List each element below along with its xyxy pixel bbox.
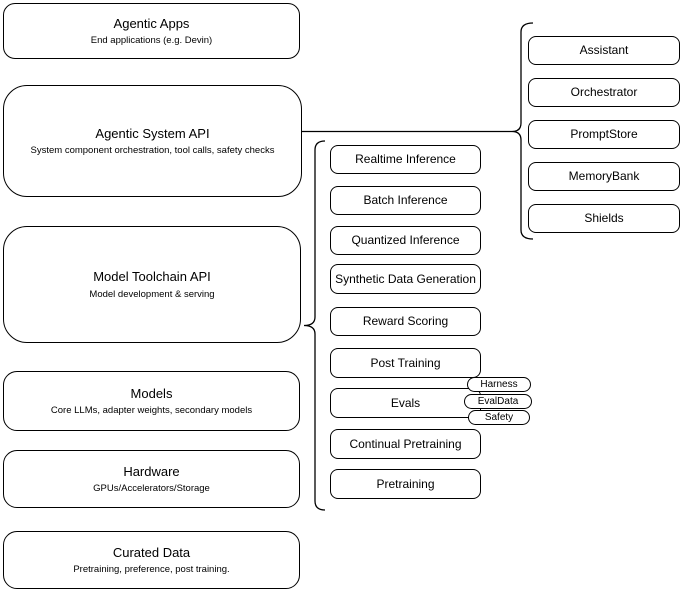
- node-subtitle: GPUs/Accelerators/Storage: [93, 483, 210, 495]
- node-subtitle: System component orchestration, tool cal…: [30, 145, 275, 157]
- node-quantized-inference: Quantized Inference: [330, 226, 481, 255]
- node-agentic-system-api: Agentic System API System component orch…: [3, 85, 302, 197]
- node-title: Models: [130, 385, 173, 401]
- node-label: Orchestrator: [570, 85, 638, 100]
- system-group-brace: [511, 22, 534, 240]
- node-label: Batch Inference: [363, 193, 448, 208]
- node-label: Shields: [584, 211, 624, 226]
- node-synthetic-data-generation: Synthetic Data Generation: [330, 264, 481, 294]
- tag-label: EvalData: [477, 395, 519, 407]
- node-label: Pretraining: [376, 476, 435, 491]
- tag-label: Harness: [480, 378, 518, 390]
- node-label: Quantized Inference: [351, 233, 460, 248]
- node-subtitle: Pretraining, preference, post training.: [73, 564, 230, 576]
- node-title: Agentic Apps: [113, 15, 190, 31]
- node-memorybank: MemoryBank: [528, 162, 680, 191]
- node-model-toolchain-api: Model Toolchain API Model development & …: [3, 226, 301, 343]
- node-title: Curated Data: [112, 544, 191, 560]
- node-subtitle: Core LLMs, adapter weights, secondary mo…: [50, 405, 253, 417]
- node-label: PromptStore: [570, 127, 638, 142]
- node-label: Synthetic Data Generation: [335, 271, 476, 286]
- node-label: Reward Scoring: [362, 314, 449, 329]
- node-title: Model Toolchain API: [93, 269, 211, 284]
- node-hardware: Hardware GPUs/Accelerators/Storage: [3, 450, 300, 508]
- node-continual-pretraining: Continual Pretraining: [330, 429, 481, 459]
- node-subtitle: Model development & serving: [89, 288, 215, 300]
- tag-harness: Harness: [467, 377, 531, 392]
- toolchain-group-brace: [303, 140, 326, 511]
- node-curated-data: Curated Data Pretraining, preference, po…: [3, 531, 300, 589]
- node-label: Continual Pretraining: [349, 436, 462, 451]
- tag-safety: Safety: [468, 410, 530, 425]
- node-title: Agentic System API: [95, 125, 210, 141]
- node-agentic-apps: Agentic Apps End applications (e.g. Devi…: [3, 3, 300, 59]
- node-shields: Shields: [528, 204, 680, 233]
- node-post-training: Post Training: [330, 348, 481, 378]
- node-label: MemoryBank: [568, 169, 640, 184]
- node-batch-inference: Batch Inference: [330, 186, 481, 215]
- tag-evaldata: EvalData: [464, 394, 532, 409]
- node-orchestrator: Orchestrator: [528, 78, 680, 107]
- node-reward-scoring: Reward Scoring: [330, 307, 481, 336]
- node-label: Realtime Inference: [355, 152, 456, 167]
- tag-label: Safety: [484, 411, 514, 423]
- node-label: Post Training: [370, 355, 441, 370]
- node-pretraining: Pretraining: [330, 469, 481, 499]
- node-label: Evals: [390, 395, 421, 410]
- node-subtitle: End applications (e.g. Devin): [90, 35, 213, 47]
- node-title: Hardware: [123, 463, 180, 479]
- node-models: Models Core LLMs, adapter weights, secon…: [3, 371, 300, 431]
- node-label: Assistant: [579, 43, 629, 58]
- node-evals: Evals: [330, 388, 481, 418]
- node-promptstore: PromptStore: [528, 120, 680, 149]
- node-assistant: Assistant: [528, 36, 680, 65]
- node-realtime-inference: Realtime Inference: [330, 145, 481, 174]
